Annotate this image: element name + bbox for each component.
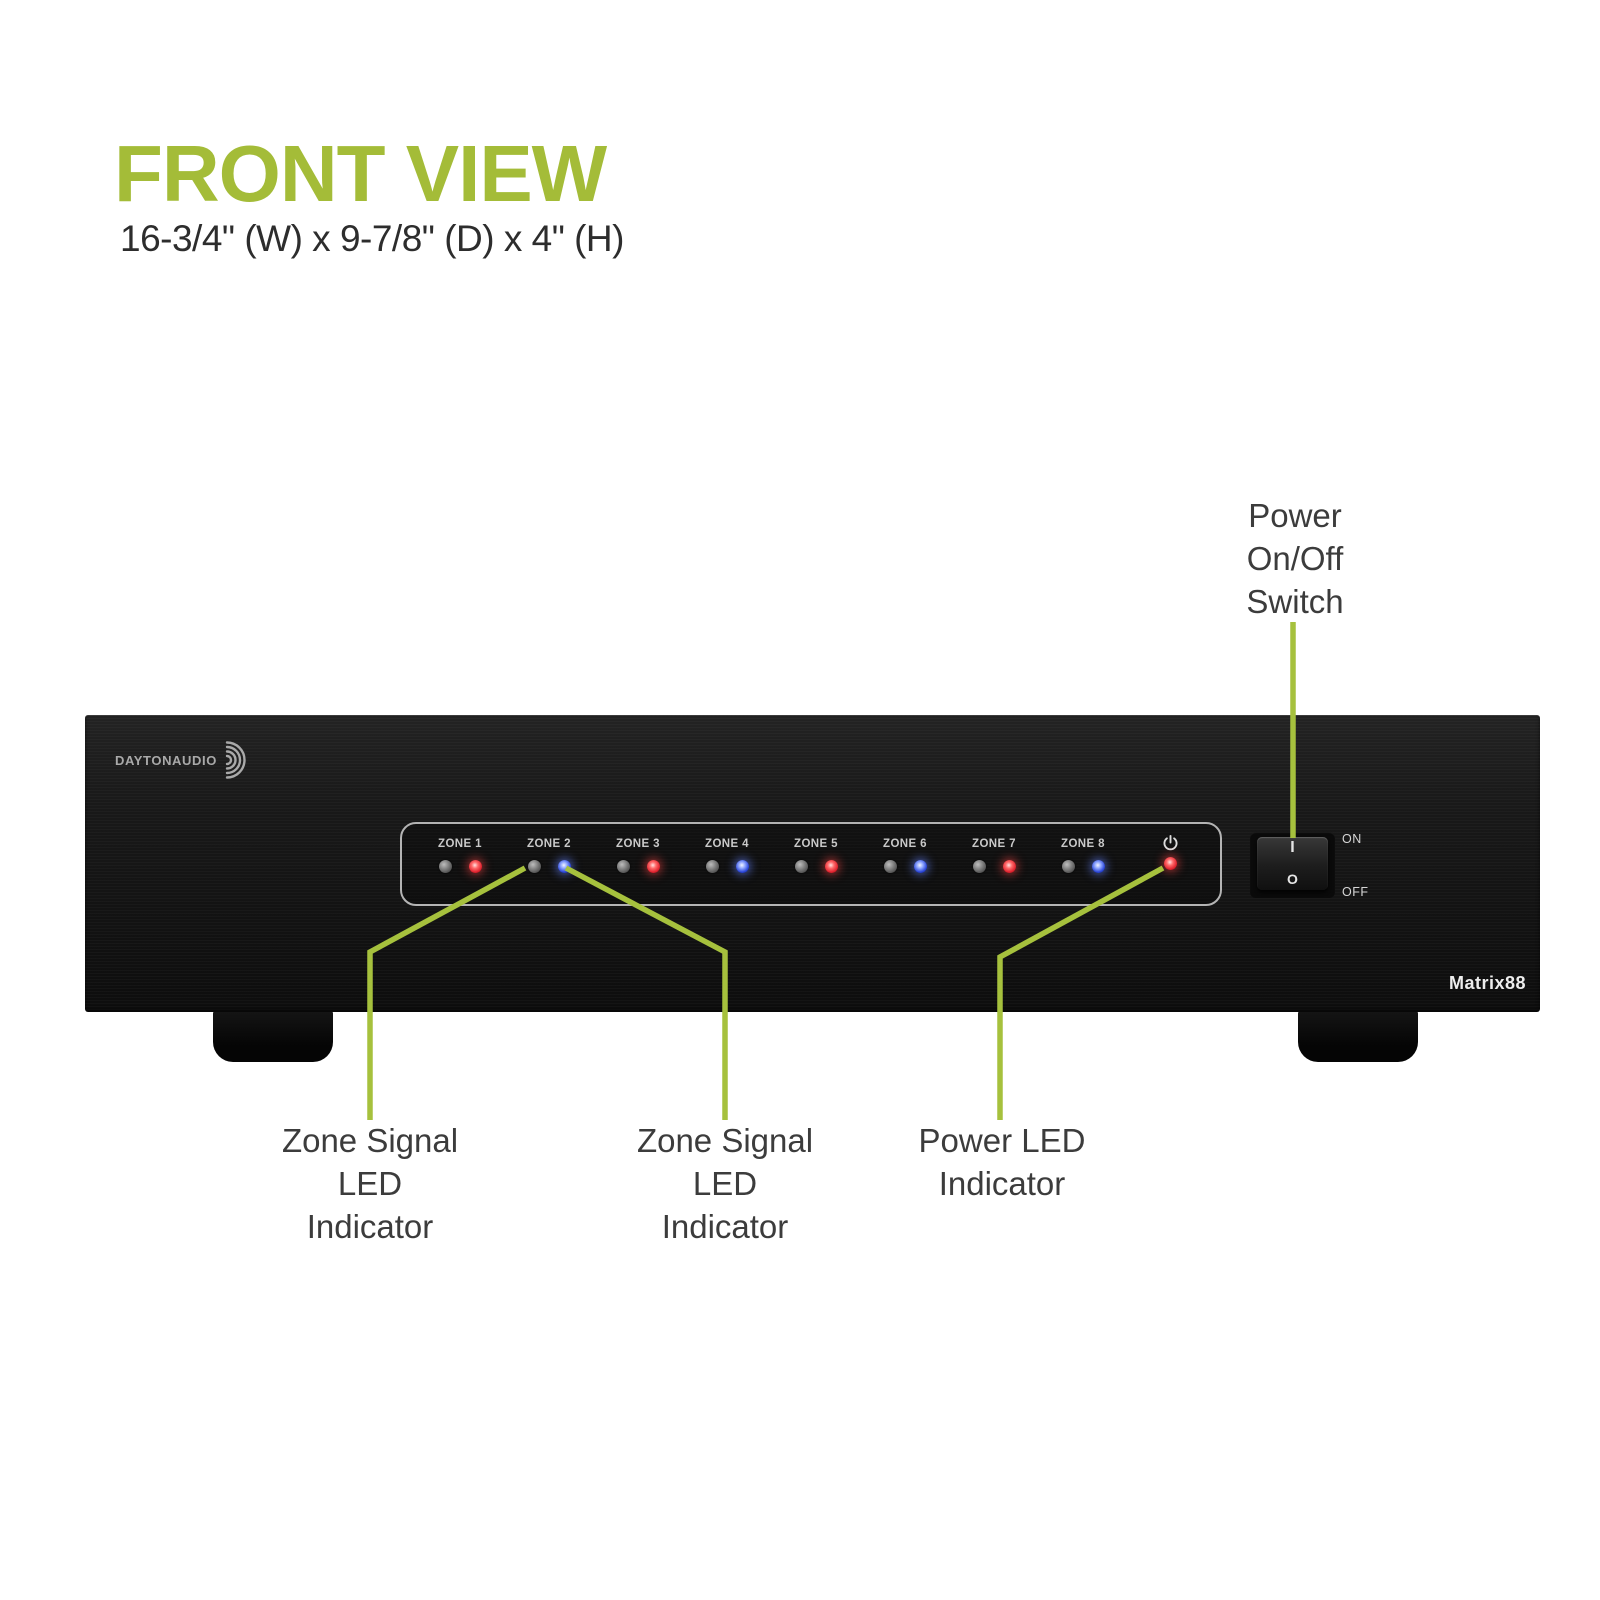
callout-line: Indicator xyxy=(306,1208,434,1245)
switch-on-label: ON xyxy=(1342,832,1362,846)
callout-power-switch: Power On/Off Switch xyxy=(1246,494,1343,623)
callout-line: Indicator xyxy=(938,1165,1066,1202)
zone-7-indicator: ZONE 7 xyxy=(950,824,1038,904)
switch-off-label: OFF xyxy=(1342,885,1369,899)
zone-7-leds xyxy=(972,860,1016,873)
zone-6-indicator: ZONE 6 xyxy=(861,824,949,904)
rocker-on-glyph: I xyxy=(1290,839,1295,856)
power-icon xyxy=(1162,834,1178,851)
dayton-audio-logo: DAYTONAUDIO xyxy=(115,738,255,782)
zone-3-indicator: ZONE 3 xyxy=(594,824,682,904)
zone-8-indicator: ZONE 8 xyxy=(1039,824,1127,904)
zone-6-signal-led xyxy=(883,860,897,873)
power-switch-bezel: I O xyxy=(1250,832,1335,898)
zone-1-signal-led xyxy=(438,860,452,873)
zone-6-label: ZONE 6 xyxy=(883,838,927,850)
zone-6-status-led xyxy=(913,860,927,873)
callout-line: Zone Signal xyxy=(636,1122,814,1159)
zone-1-leds xyxy=(438,860,482,873)
zone-5-leds xyxy=(794,860,838,873)
zone-2-status-led xyxy=(557,860,571,873)
callout-power-led: Power LED Indicator xyxy=(919,1119,1086,1205)
zone-3-signal-led xyxy=(616,860,630,873)
zone-1-status-led xyxy=(468,860,482,873)
brand-text: DAYTONAUDIO xyxy=(115,752,217,768)
zone-1-label: ZONE 1 xyxy=(438,838,482,850)
zone-5-status-led xyxy=(824,860,838,873)
dimensions-text: 16-3/4" (W) x 9-7/8" (D) x 4" (H) xyxy=(120,218,624,259)
led-indicator-strip: ZONE 1 ZONE 2 ZONE 3 ZONE 4 xyxy=(400,822,1222,906)
callout-line: Power LED xyxy=(918,1122,1086,1159)
zone-6-leds xyxy=(883,860,927,873)
device-foot-left xyxy=(213,1008,333,1062)
callout-zone-signal-left: Zone Signal LED Indicator xyxy=(282,1119,458,1248)
zone-3-label: ZONE 3 xyxy=(616,838,660,850)
zone-8-status-led xyxy=(1091,860,1105,873)
zone-5-signal-led xyxy=(794,860,808,873)
callout-line: Switch xyxy=(1246,583,1344,620)
dayton-audio-logo-icon xyxy=(225,741,246,779)
zone-2-leds xyxy=(527,860,571,873)
zone-7-signal-led xyxy=(972,860,986,873)
zone-5-indicator: ZONE 5 xyxy=(772,824,860,904)
zone-4-status-led xyxy=(735,860,749,873)
callout-line: Zone Signal xyxy=(281,1122,459,1159)
zone-4-label: ZONE 4 xyxy=(705,838,749,850)
power-led xyxy=(1163,857,1177,870)
zone-3-leds xyxy=(616,860,660,873)
model-name: Matrix88 xyxy=(1448,973,1526,993)
power-led-block xyxy=(1126,824,1214,904)
page-title: FRONT VIEW xyxy=(114,129,607,218)
zone-5-label: ZONE 5 xyxy=(794,838,838,850)
zone-4-signal-led xyxy=(705,860,719,873)
zone-2-signal-led xyxy=(527,860,541,873)
callout-line: LED xyxy=(337,1165,403,1202)
zone-7-status-led xyxy=(1002,860,1016,873)
device-foot-right xyxy=(1298,1008,1418,1062)
zone-1-indicator: ZONE 1 xyxy=(416,824,504,904)
power-switch-rocker[interactable]: I O xyxy=(1257,837,1328,890)
zone-8-label: ZONE 8 xyxy=(1061,838,1105,850)
callout-line: Indicator xyxy=(661,1208,789,1245)
zone-8-leds xyxy=(1061,860,1105,873)
callout-zone-signal-right: Zone Signal LED Indicator xyxy=(637,1119,813,1248)
callout-line: On/Off xyxy=(1246,540,1344,577)
zone-2-indicator: ZONE 2 xyxy=(505,824,593,904)
zone-2-label: ZONE 2 xyxy=(527,838,571,850)
rocker-off-glyph: O xyxy=(1287,871,1298,887)
callout-line: LED xyxy=(692,1165,758,1202)
zone-4-leds xyxy=(705,860,749,873)
amplifier-front-panel: DAYTONAUDIO ZONE 1 ZONE 2 xyxy=(85,715,1540,1012)
zone-3-status-led xyxy=(646,860,660,873)
callout-line: Power xyxy=(1248,497,1342,534)
zone-7-label: ZONE 7 xyxy=(972,838,1016,850)
zone-8-signal-led xyxy=(1061,860,1075,873)
zone-4-indicator: ZONE 4 xyxy=(683,824,771,904)
